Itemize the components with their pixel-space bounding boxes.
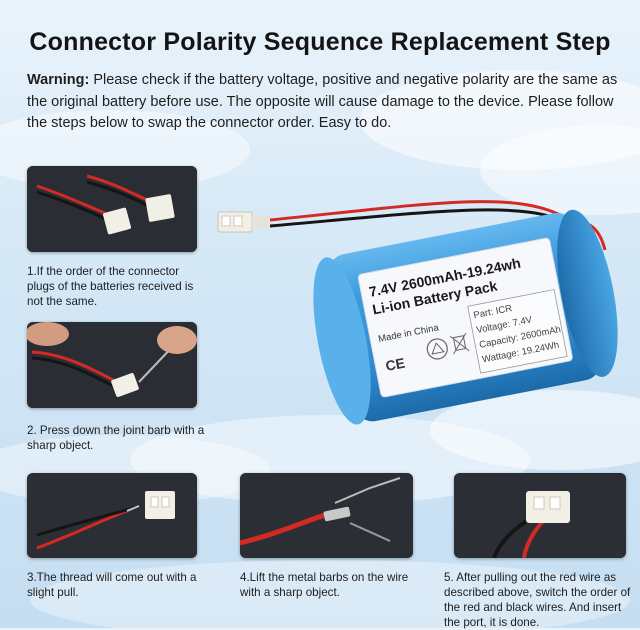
battery-pack-image: 7.4V 2600mAh-19.24wh Li-ion Battery Pack… — [200, 160, 640, 450]
step-5-photo — [454, 473, 626, 558]
warning-label: Warning: — [27, 72, 90, 88]
step-1-caption: 1.If the order of the connector plugs of… — [27, 265, 194, 308]
recycle-icon — [426, 338, 448, 360]
step-5-caption: 5. After pulling out the red wire as des… — [444, 571, 631, 629]
step-4-photo — [240, 473, 413, 558]
step-2-photo — [27, 322, 197, 408]
ce-mark: CE — [384, 355, 406, 374]
step-3-caption: 3.The thread will come out with a slight… — [27, 571, 197, 599]
step-3-photo — [27, 473, 197, 558]
warning-text: Warning: Please check if the battery vol… — [27, 70, 627, 135]
warning-body: Please check if the battery voltage, pos… — [27, 72, 618, 131]
step-2-caption: 2. Press down the joint barb with a shar… — [27, 424, 205, 452]
step-1-photo — [27, 166, 197, 252]
bin-icon — [449, 332, 470, 355]
page-title: Connector Polarity Sequence Replacement … — [29, 28, 611, 56]
step-4-caption: 4.Lift the metal barbs on the wire with … — [240, 571, 409, 599]
